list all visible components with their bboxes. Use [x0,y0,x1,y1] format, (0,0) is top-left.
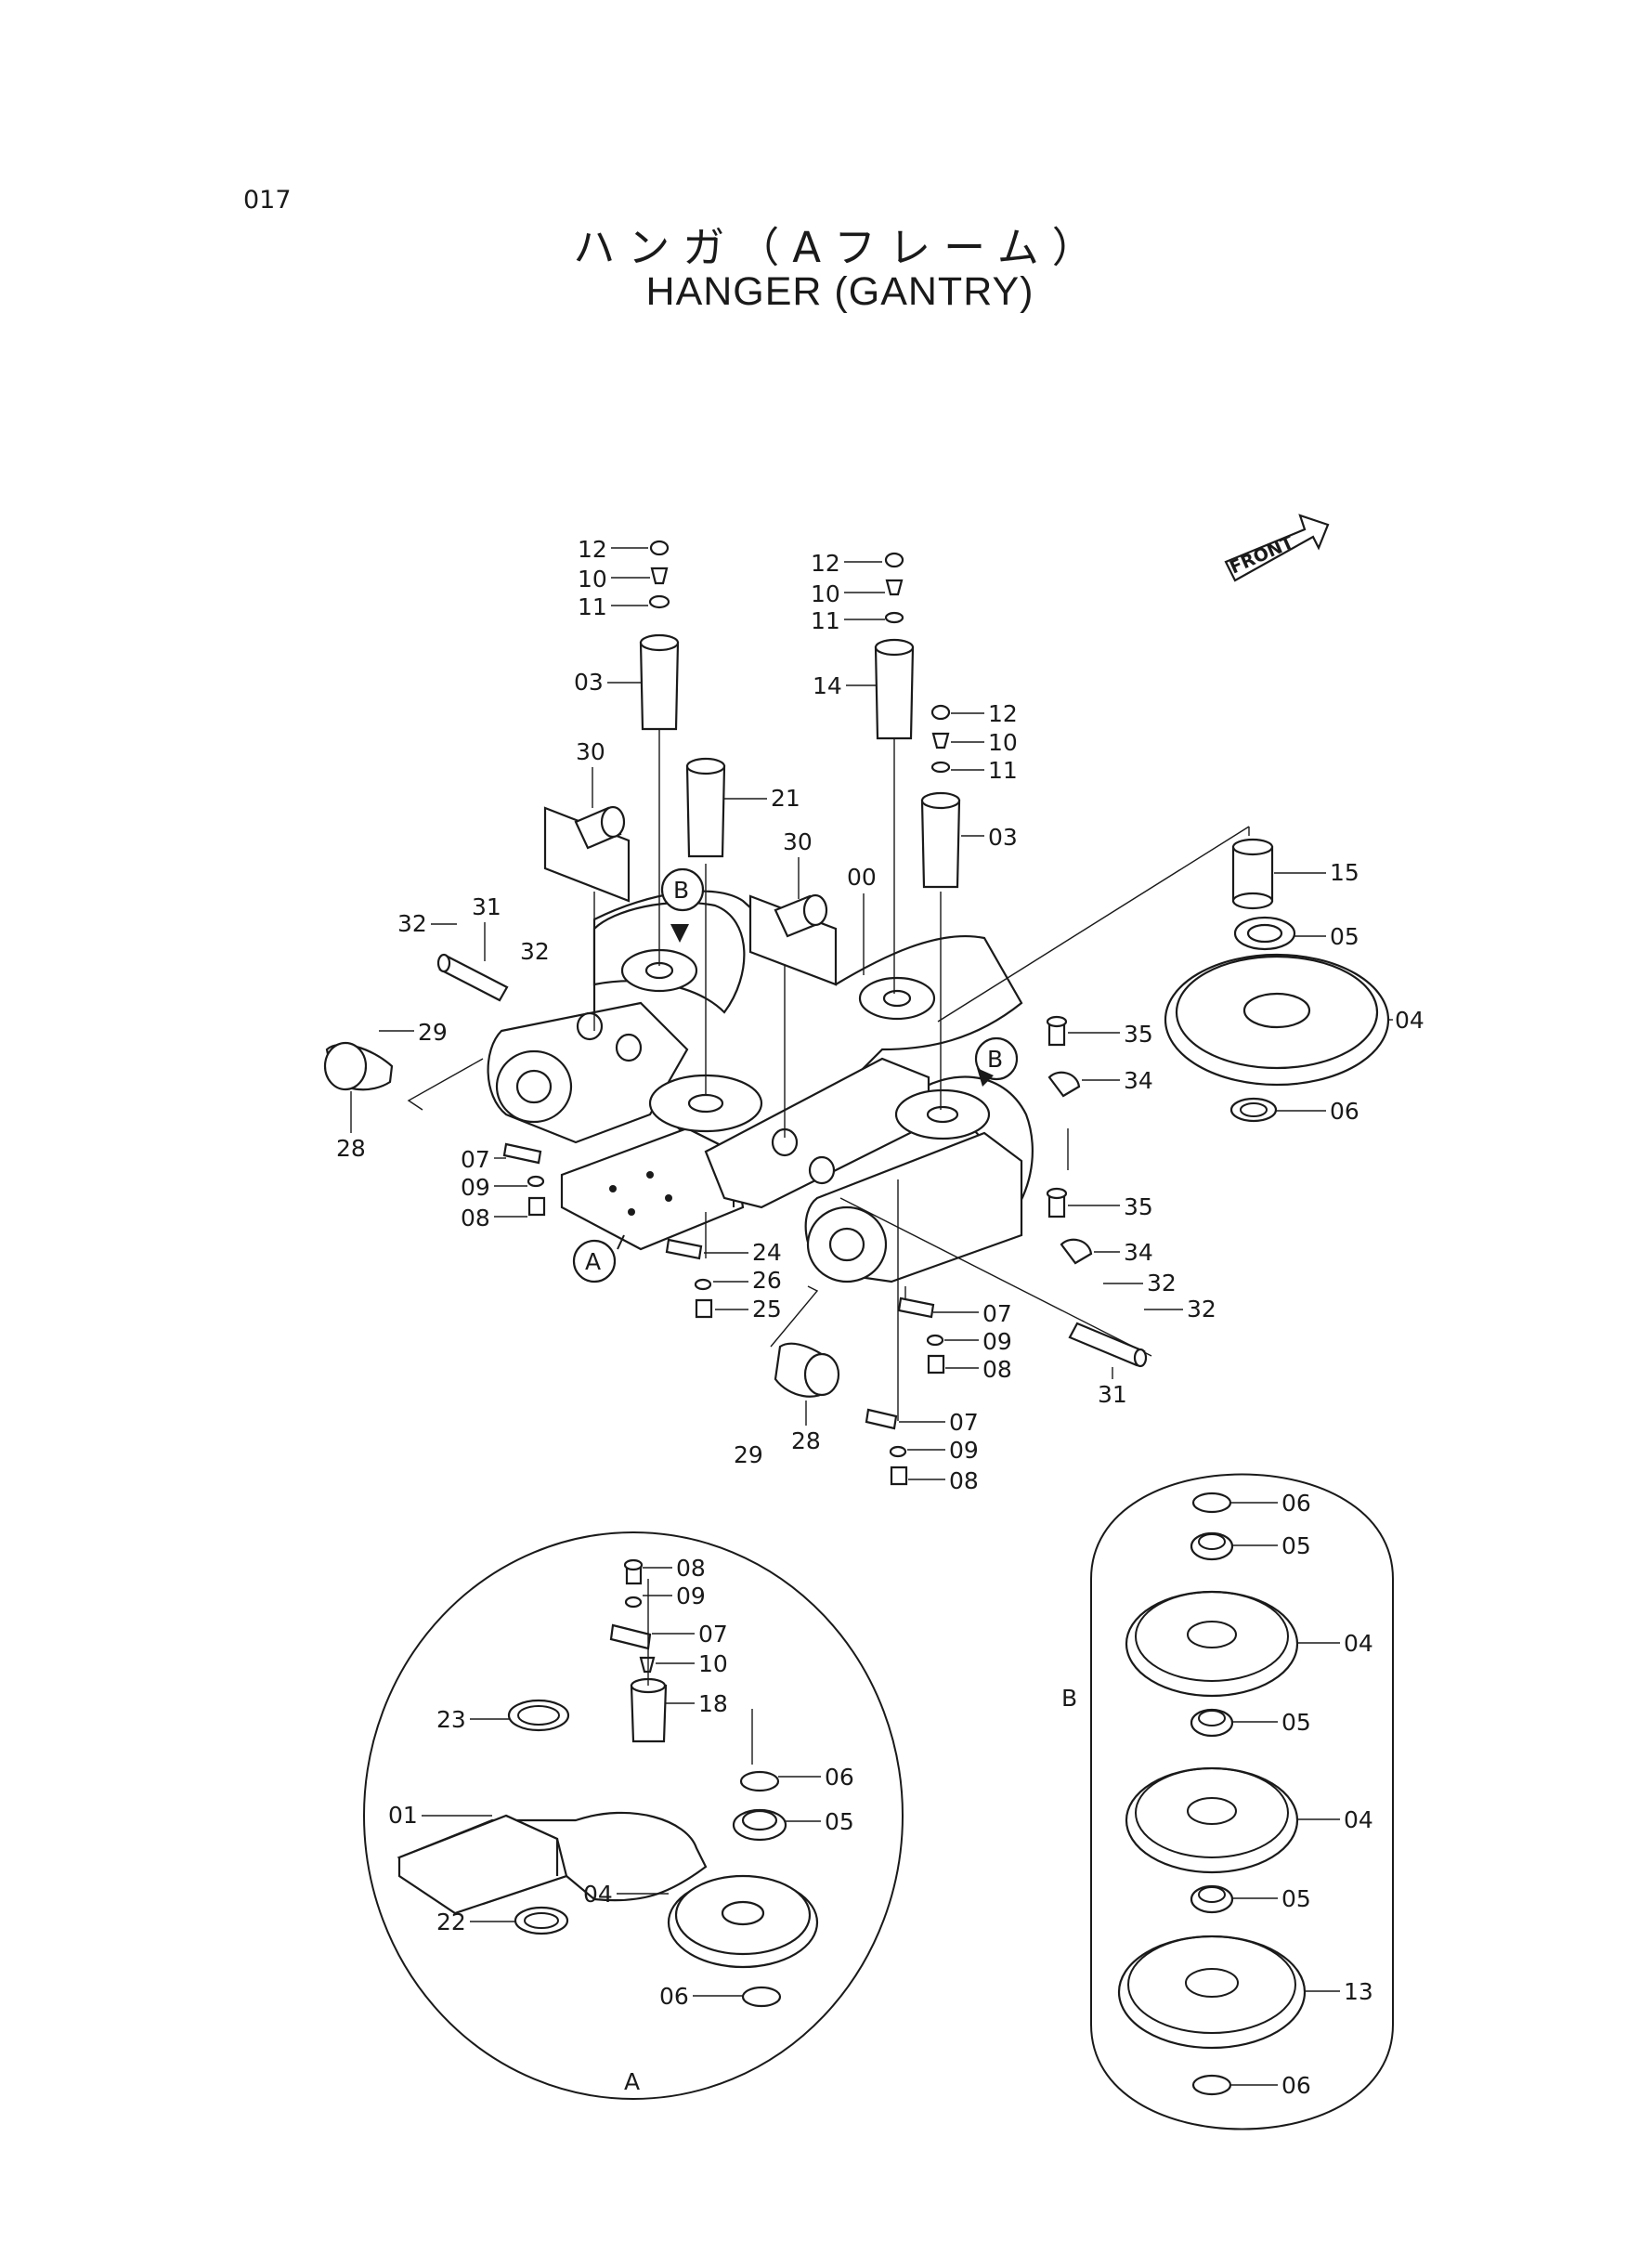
callout-label: 08 [461,1205,490,1231]
front-arrow-icon: FRONT [1224,514,1330,582]
callout-label: 10 [988,729,1018,756]
callout-label: 13 [1344,1978,1373,2005]
callout-label: 09 [461,1174,490,1201]
pins [639,633,1274,910]
callout-label: 26 [752,1267,782,1294]
callout-label: 06 [1330,1098,1359,1125]
view-marker-label: B [673,877,689,904]
callout-label: 04 [1344,1630,1373,1657]
callout-label: 09 [676,1583,706,1609]
callout-label: 07 [461,1146,490,1173]
callout-label: 00 [847,864,877,891]
callout-label: 32 [1187,1296,1216,1322]
callout-label: 34 [1124,1067,1153,1094]
callout-label: 32 [1147,1270,1177,1296]
callout-label: 34 [1124,1239,1153,1266]
callout-label: 31 [472,893,501,920]
front-label: FRONT [1227,532,1296,579]
detail-a-circle [363,1531,904,2100]
callout-label: 03 [988,824,1018,851]
view-markers: B B A [572,867,1019,1283]
detail-b-parts [1117,1492,1307,2096]
callout-label: 12 [988,700,1018,727]
callout-label: 07 [949,1409,979,1436]
callout-label: 05 [825,1808,854,1835]
callout-label: 06 [1281,2072,1311,2099]
detail-a-label: A [624,2068,640,2095]
callout-label: 05 [1330,923,1359,950]
callout-label: 32 [520,938,550,965]
callout-label: 04 [583,1881,613,1908]
grease-fittings [648,540,951,774]
small-hardware [502,1142,945,1486]
callout-label: 09 [949,1437,979,1464]
callout-label: 01 [388,1802,418,1829]
callout-label: 04 [1395,1007,1424,1034]
detail-b-label: B [1061,1685,1077,1712]
callout-label: 18 [698,1690,728,1717]
callout-label: 30 [783,828,813,855]
callout-label: 31 [1098,1381,1127,1408]
view-marker-label: A [585,1248,601,1275]
callout-label: 07 [698,1621,728,1648]
title-japanese: ハンガ（Aフレーム） [573,223,1107,272]
callout-label: 29 [734,1441,763,1468]
assembly-lines [407,730,1250,1421]
callout-label: 11 [988,757,1018,784]
callout-label: 05 [1281,1532,1311,1559]
pins-31-28 [323,953,1148,1398]
detail-a-parts [397,1558,819,2008]
callout-label: 08 [982,1356,1012,1383]
callout-label: 08 [676,1555,706,1582]
view-marker-label: B [987,1046,1003,1073]
callout-label: 15 [1330,859,1359,886]
callout-label: 10 [698,1650,728,1677]
callout-label: 10 [811,580,840,607]
callout-label: 03 [574,669,604,696]
callout-labels: 12 10 11 03 12 10 11 14 12 10 11 03 30 2… [336,536,1424,2099]
callout-label: 05 [1281,1709,1311,1736]
callout-label: 08 [949,1467,979,1494]
callout-label: 29 [418,1019,448,1046]
callout-label: 23 [436,1706,466,1733]
callout-label: 21 [771,785,800,812]
detail-b-capsule [1090,1473,1394,2130]
callout-label: 12 [578,536,607,563]
sheave-main [1164,916,1390,1123]
callout-label: 35 [1124,1021,1153,1048]
title-english: HANGER (GANTRY) [645,269,1034,314]
callout-label: 12 [811,550,840,577]
callout-label: 22 [436,1909,466,1935]
callout-label: 10 [578,566,607,593]
callout-label: 04 [1344,1806,1373,1833]
callout-label: 05 [1281,1885,1311,1912]
page-number: 017 [243,186,292,215]
callout-label: 06 [1281,1490,1311,1517]
callout-label: 11 [811,607,840,634]
callout-label: 28 [791,1427,821,1454]
callout-label: 24 [752,1239,782,1266]
callout-label: 30 [576,738,605,765]
callout-label: 14 [813,672,842,699]
callout-label: 07 [982,1300,1012,1327]
callout-label: 09 [982,1328,1012,1355]
callout-label: 06 [659,1983,689,2010]
callout-label: 25 [752,1296,782,1322]
rollers [543,805,838,986]
callout-label: 32 [397,910,427,937]
bolts-clamps [1046,1015,1093,1265]
callout-label: 06 [825,1764,854,1791]
callout-label: 35 [1124,1193,1153,1220]
callout-label: 11 [578,593,607,620]
callout-label: 28 [336,1135,366,1162]
